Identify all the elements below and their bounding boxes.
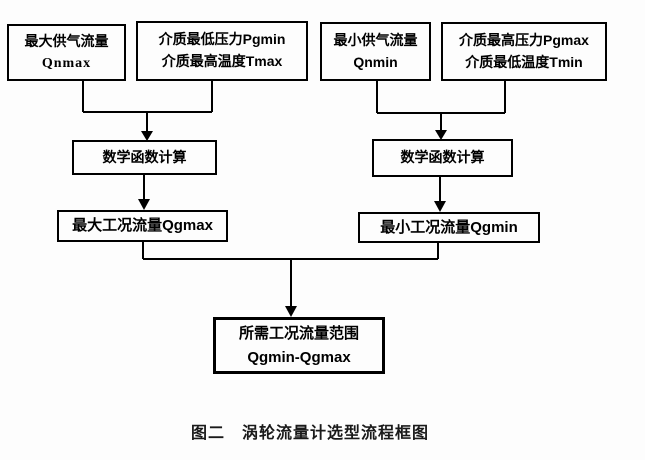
box-math-function-calc-left-label: 数学函数计算 — [102, 148, 187, 165]
box-min-supply-flow-line2: Qnmin — [353, 53, 398, 70]
box-max-operating-flow-label: 最大工况流量Qgmax — [72, 217, 213, 235]
box-math-function-calc-right: 数学函数计算 — [372, 139, 513, 177]
box-max-temp-line: 介质最高温度Tmax — [161, 53, 283, 69]
box-required-flow-range-line2: Qgmin-Qgmax — [247, 348, 351, 366]
arrowhead-icon — [435, 130, 447, 140]
box-min-operating-flow: 最小工况流量Qgmin — [358, 212, 540, 243]
figure-caption: 图二 涡轮流量计选型流程框图 — [190, 425, 429, 442]
box-min-supply-flow-line1: 最小供气流量 — [333, 31, 418, 48]
box-max-supply-flow-line1: 最大供气流量 — [24, 32, 109, 49]
box-min-supply-flow: 最小供气流量 Qnmin — [320, 22, 431, 81]
box-min-pressure-max-temp: 介质最低压力Pgmin 介质最高温度Tmax — [136, 21, 308, 81]
box-max-supply-flow: 最大供气流量 Qnmax — [7, 24, 126, 81]
box-max-operating-flow: 最大工况流量Qgmax — [57, 210, 228, 242]
box-max-pressure-line: 介质最高压力Pgmax — [459, 31, 589, 48]
box-min-temp-line: 介质最低温度Tmin — [465, 53, 583, 70]
arrowhead-icon — [285, 306, 297, 317]
arrowhead-icon — [434, 201, 446, 212]
box-max-pressure-min-temp: 介质最高压力Pgmax 介质最低温度Tmin — [441, 22, 607, 81]
box-required-flow-range-line1: 所需工况流量范围 — [238, 325, 359, 343]
box-required-flow-range: 所需工况流量范围 Qgmin-Qgmax — [213, 317, 385, 374]
box-min-pressure-line: 介质最低压力Pgmin — [158, 31, 286, 48]
arrowhead-icon — [141, 131, 153, 141]
box-math-function-calc-left: 数学函数计算 — [72, 140, 217, 175]
box-math-function-calc-right-label: 数学函数计算 — [400, 149, 485, 166]
box-max-supply-flow-line2: Qnmax — [41, 55, 92, 71]
box-min-operating-flow-label: 最小工况流量Qgmin — [380, 218, 518, 236]
arrowhead-icon — [138, 199, 150, 210]
